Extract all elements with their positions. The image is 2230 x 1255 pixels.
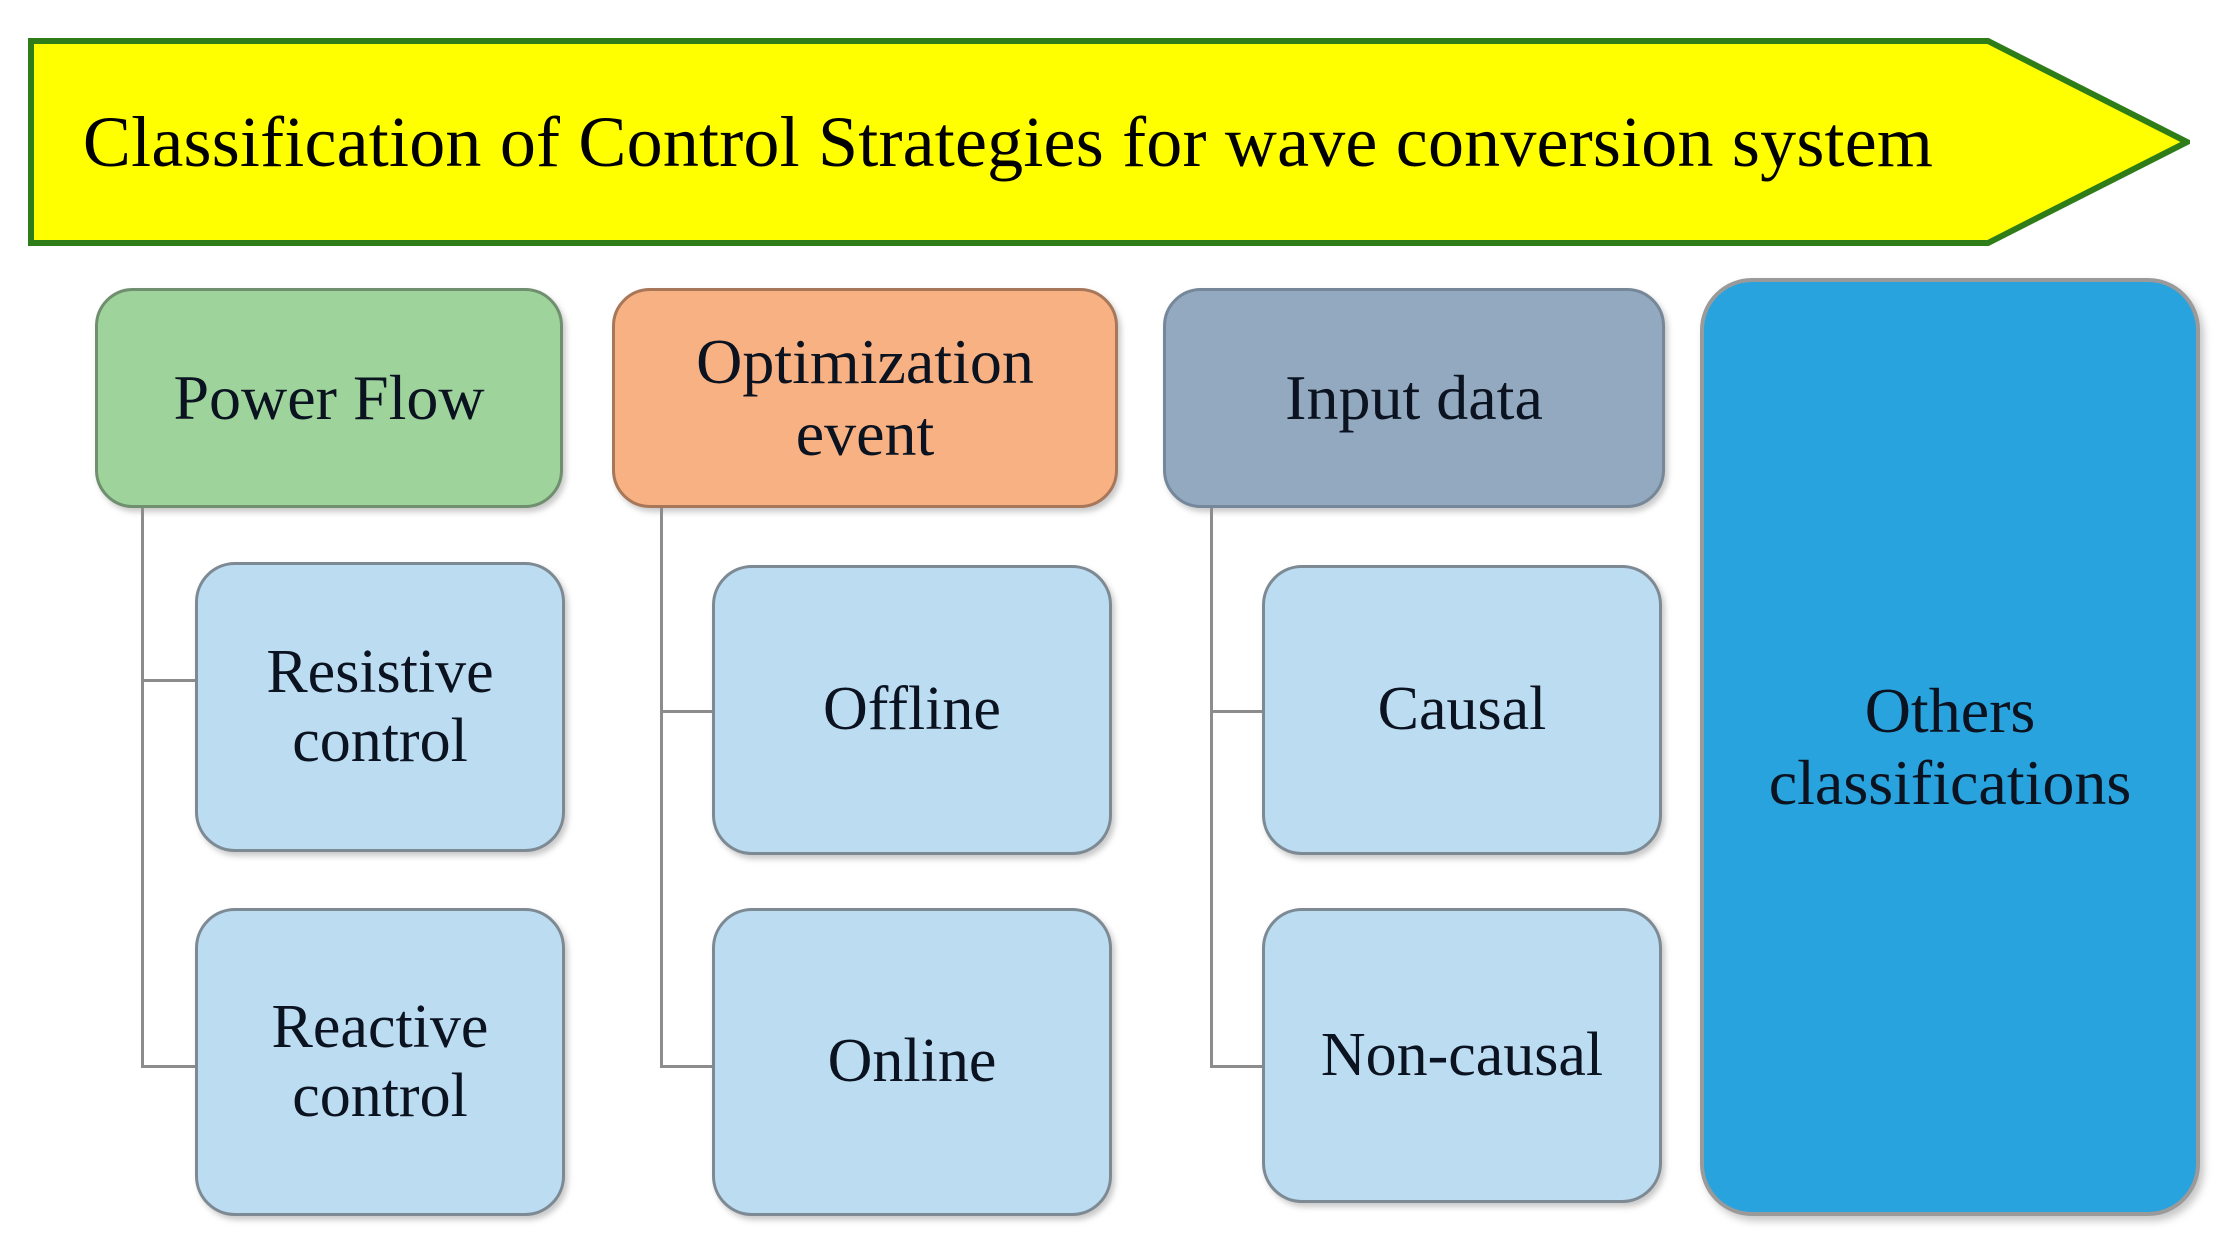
node-online[interactable]: Online bbox=[712, 908, 1112, 1216]
node-optimization-event[interactable]: Optimization event bbox=[612, 288, 1118, 508]
connector-trunk-input-data bbox=[1210, 508, 1213, 1068]
node-offline[interactable]: Offline bbox=[712, 565, 1112, 855]
connector-branch-online bbox=[660, 1065, 716, 1068]
node-optimization-event-label: Optimization event bbox=[696, 326, 1034, 469]
node-offline-label: Offline bbox=[823, 675, 1001, 744]
banner-arrow-polygon bbox=[28, 38, 2190, 246]
connector-trunk-power-flow bbox=[141, 508, 144, 1068]
node-reactive-control[interactable]: Reactive control bbox=[195, 908, 565, 1216]
node-others-classifications-label: Others classifications bbox=[1768, 675, 2132, 818]
node-others-classifications[interactable]: Others classifications bbox=[1700, 278, 2200, 1216]
connector-branch-resistive-control bbox=[141, 679, 197, 682]
connector-branch-offline bbox=[660, 710, 716, 713]
node-input-data-label: Input data bbox=[1285, 362, 1543, 434]
node-non-causal-label: Non-causal bbox=[1320, 1020, 1604, 1089]
connector-branch-causal bbox=[1210, 710, 1266, 713]
node-non-causal[interactable]: Non-causal bbox=[1262, 908, 1662, 1203]
connector-branch-non-causal bbox=[1210, 1065, 1266, 1068]
node-online-label: Online bbox=[827, 1027, 997, 1096]
banner-arrow-shape bbox=[28, 38, 2190, 246]
connector-branch-reactive-control bbox=[141, 1065, 197, 1068]
node-resistive-control[interactable]: Resistive control bbox=[195, 562, 565, 852]
banner-title: Classification of Control Strategies for… bbox=[82, 101, 1934, 182]
node-reactive-control-label: Reactive control bbox=[271, 992, 489, 1130]
connector-trunk-optimization-event bbox=[660, 508, 663, 1068]
node-input-data[interactable]: Input data bbox=[1163, 288, 1665, 508]
node-power-flow[interactable]: Power Flow bbox=[95, 288, 563, 508]
node-resistive-control-label: Resistive control bbox=[266, 637, 494, 775]
node-causal[interactable]: Causal bbox=[1262, 565, 1662, 855]
banner-arrow: Classification of Control Strategies for… bbox=[28, 38, 2190, 246]
node-power-flow-label: Power Flow bbox=[173, 362, 485, 434]
node-causal-label: Causal bbox=[1377, 675, 1547, 744]
